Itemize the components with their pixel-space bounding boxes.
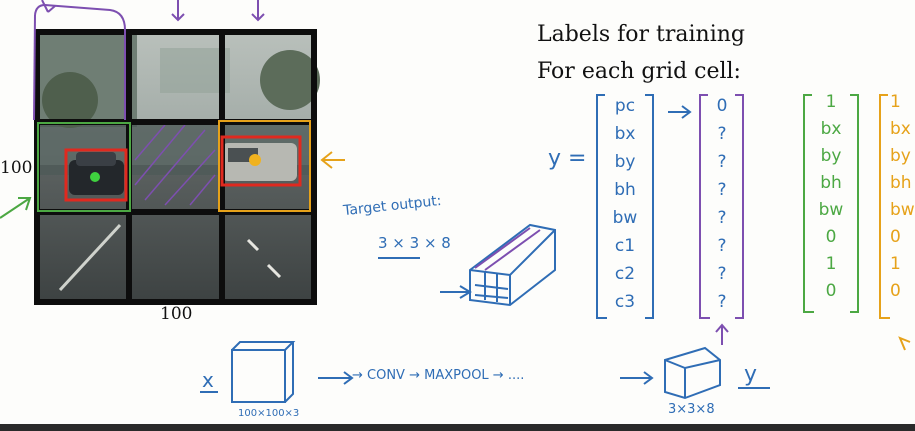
y-vector-brackets bbox=[596, 94, 654, 319]
empty-vector-brackets bbox=[699, 94, 744, 319]
vector-y-entry: bh bbox=[614, 180, 636, 200]
image-height-label: 100 bbox=[0, 158, 33, 178]
vector-green-entry: 0 bbox=[825, 227, 837, 247]
y-equals-label: y = bbox=[548, 146, 587, 171]
orange-vector-brackets bbox=[879, 94, 890, 319]
input-shape-label: 100×100×3 bbox=[238, 408, 300, 419]
vector-orange-entry: by bbox=[890, 146, 911, 166]
vector-orange-entry: 0 bbox=[890, 227, 901, 247]
green-arrow bbox=[0, 197, 32, 219]
left-car-bbox bbox=[64, 148, 128, 202]
orange-cell-vector: 1 bx by bh bw 0 1 0 bbox=[890, 94, 915, 300]
vector-green-entry: bx bbox=[820, 119, 842, 139]
vector-y-entry: c1 bbox=[614, 236, 636, 256]
target-shape-label: 3 × 3 × 8 bbox=[378, 234, 451, 252]
vector-orange-entry: bw bbox=[890, 200, 915, 220]
input-cube bbox=[200, 341, 770, 403]
vector-orange-entry: 1 bbox=[890, 254, 901, 274]
right-car bbox=[222, 143, 297, 181]
vector-orange-entry: bh bbox=[890, 173, 912, 193]
vector-y-entry: by bbox=[614, 152, 636, 172]
vector-orange-entry: 0 bbox=[890, 281, 901, 301]
heading-line-1: Labels for training bbox=[537, 22, 746, 47]
vector-orange-entry: bx bbox=[890, 119, 911, 139]
vector-empty-entry: ? bbox=[717, 180, 727, 200]
orange-arrow bbox=[320, 151, 345, 169]
vector-y-entry: c2 bbox=[614, 264, 636, 284]
left-car bbox=[69, 152, 124, 195]
vector-y-entry: bw bbox=[612, 208, 638, 228]
x-symbol: x bbox=[202, 368, 214, 392]
green-cell-outline bbox=[37, 122, 131, 212]
vector-y-entry: c3 bbox=[614, 292, 636, 312]
vector-green-entry: by bbox=[820, 146, 842, 166]
y-vector: pc bx by bh bw c1 c2 c3 bbox=[604, 98, 646, 311]
vector-empty-entry: ? bbox=[717, 236, 727, 256]
top-arrows bbox=[41, 0, 265, 22]
vector-y-entry: pc bbox=[614, 96, 636, 116]
target-volume bbox=[378, 223, 556, 307]
green-cell-vector: 1 bx by bh bw 0 1 0 bbox=[812, 94, 850, 300]
orange-cell-outline bbox=[218, 120, 311, 212]
output-shape-label: 3×3×8 bbox=[668, 402, 715, 417]
vector-green-entry: 1 bbox=[825, 254, 837, 274]
image-width-label: 100 bbox=[160, 304, 193, 324]
green-vector-brackets bbox=[803, 94, 859, 313]
pipeline-label: → CONV → MAXPOOL → .... bbox=[352, 368, 525, 383]
vector-empty-entry: ? bbox=[717, 264, 727, 284]
purple-cell-outline bbox=[34, 3, 126, 120]
right-car-bbox bbox=[220, 135, 302, 187]
vector-green-entry: bh bbox=[820, 173, 842, 193]
vector-empty-entry: ? bbox=[717, 124, 727, 144]
vector-green-entry: bw bbox=[818, 200, 844, 220]
hatched-cell bbox=[134, 124, 216, 206]
vector-empty-entry: ? bbox=[717, 152, 727, 172]
empty-cell-vector: 0??????? bbox=[708, 98, 736, 311]
vector-y-entry: bx bbox=[614, 124, 636, 144]
heading-line-2: For each grid cell: bbox=[537, 59, 741, 84]
vector-empty-entry: 0 bbox=[716, 96, 728, 116]
bottom-bar bbox=[0, 424, 915, 431]
vector-empty-entry: ? bbox=[717, 208, 727, 228]
vector-empty-entry: ? bbox=[717, 292, 727, 312]
vector-green-entry: 0 bbox=[825, 281, 837, 301]
y-symbol: y bbox=[744, 362, 758, 387]
vector-orange-entry: 1 bbox=[890, 92, 901, 112]
vector-green-entry: 1 bbox=[825, 92, 837, 112]
